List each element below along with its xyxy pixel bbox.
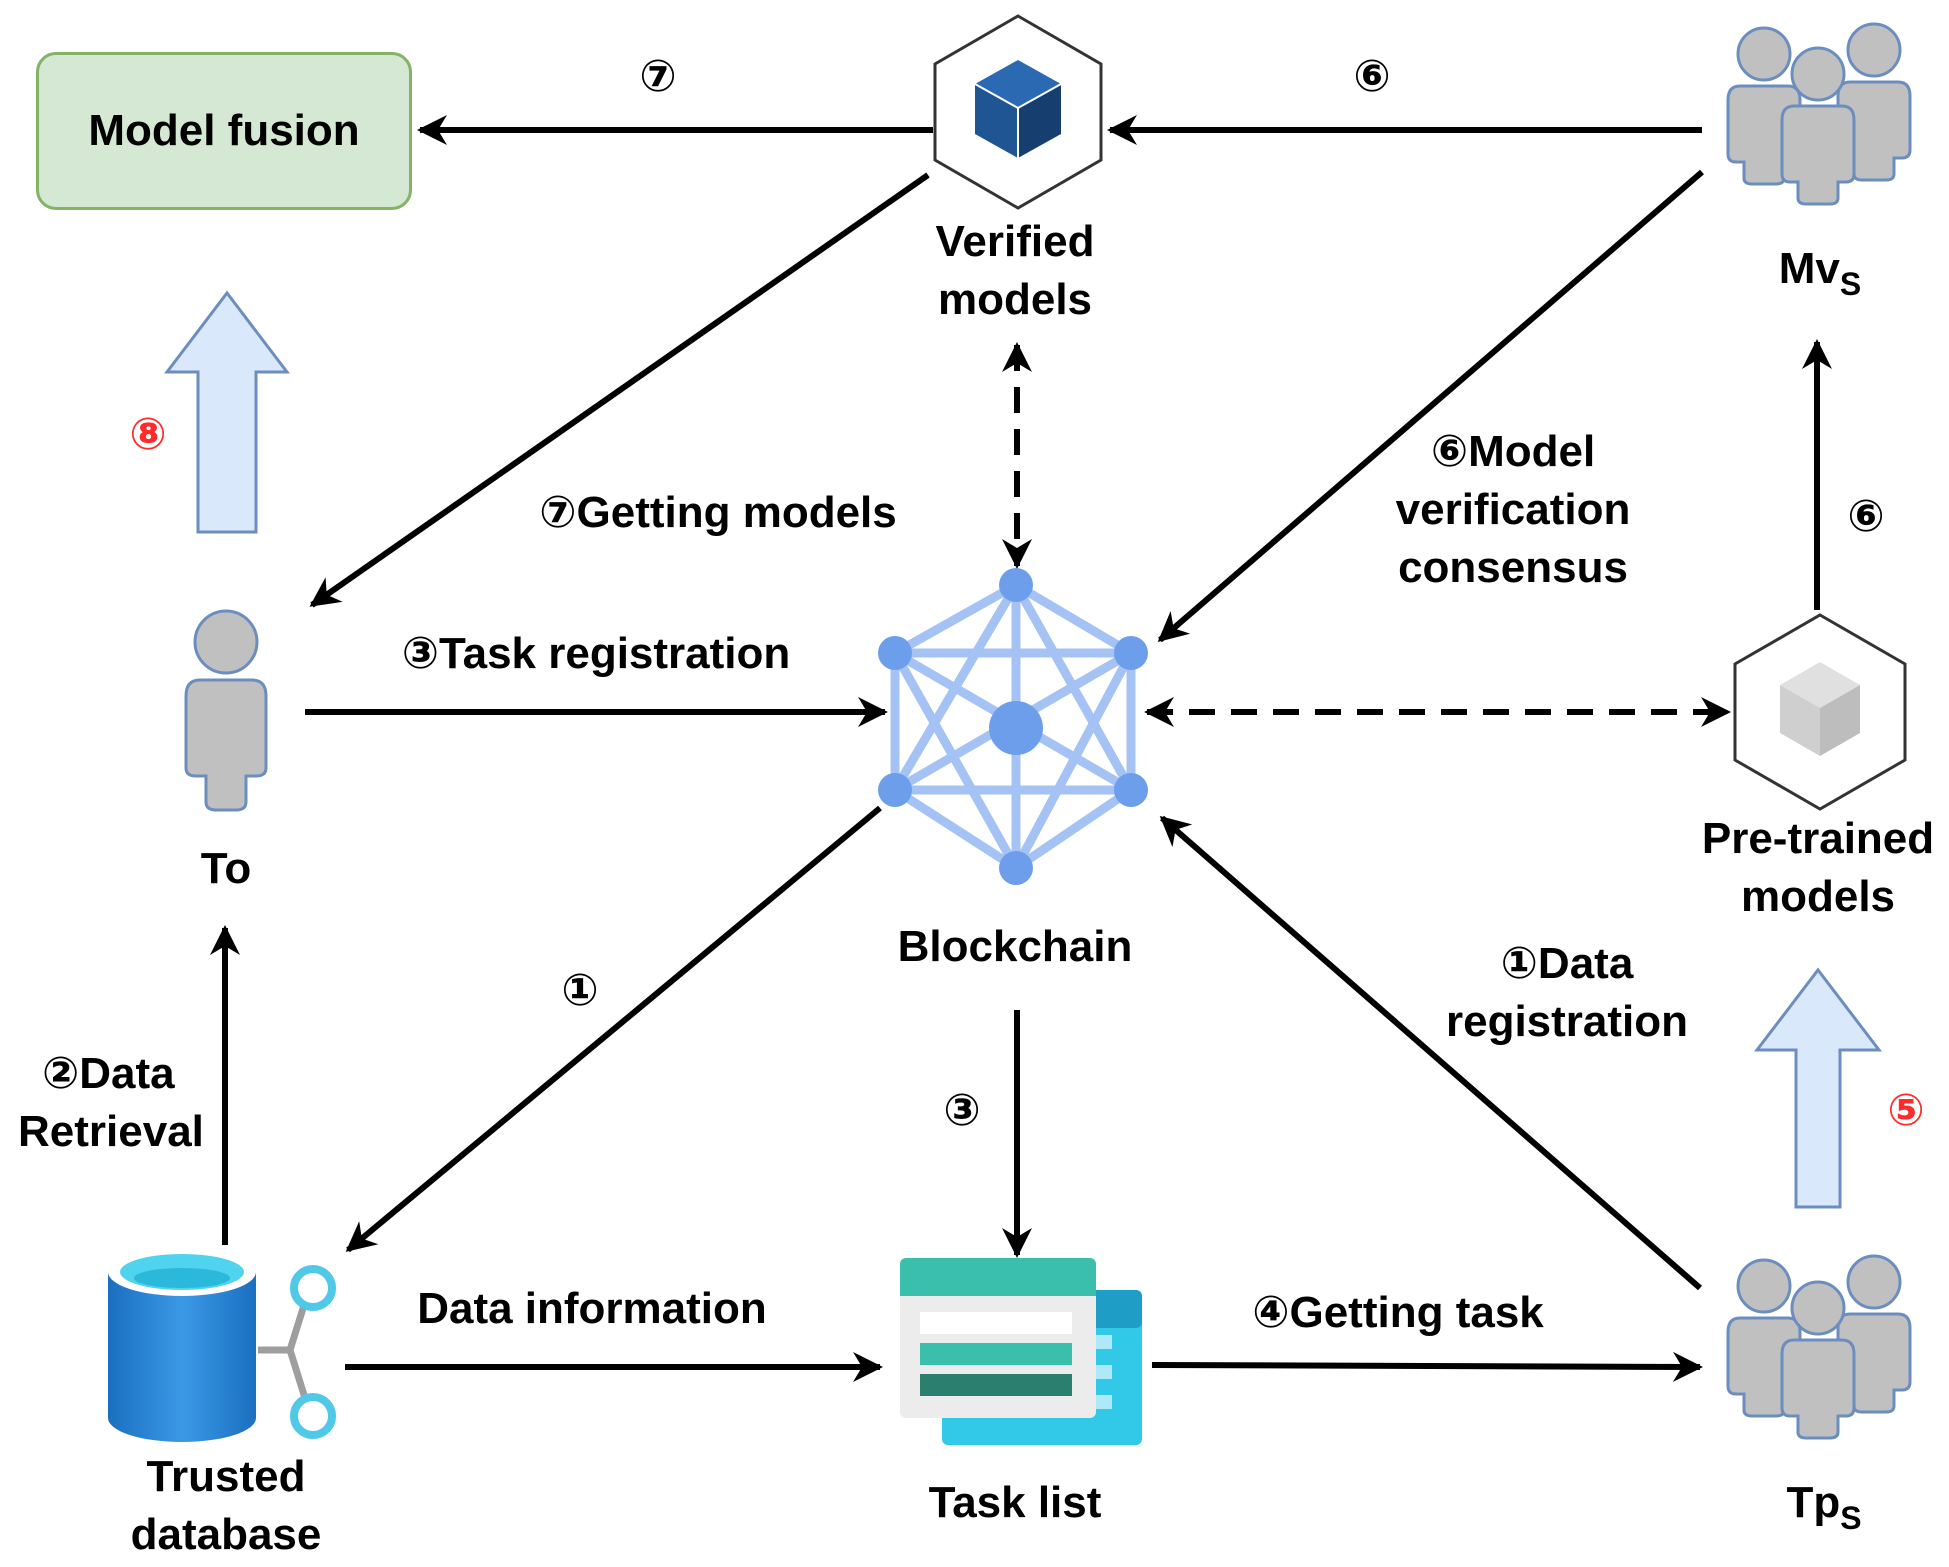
verified-models-line1: Verified: [935, 217, 1095, 266]
pretrained-models-line1: Pre-trained: [1701, 814, 1935, 863]
edge-label-task-registration: ③Task registration: [401, 629, 791, 678]
verified-models-label: Verified models: [936, 213, 1095, 329]
task-list-label: Task list: [928, 1478, 1102, 1527]
mvs-label: MvS: [1778, 240, 1862, 302]
tps-label-main: Tp: [1786, 1478, 1841, 1527]
trusted-database-line2: database: [130, 1510, 322, 1559]
edge-blockchain-to-database: [345, 805, 882, 1253]
edge-tps-to-blockchain: [1159, 815, 1702, 1291]
trusted-database-line1: Trusted: [146, 1452, 306, 1501]
pretrained-models-label: Pre-trained models: [1702, 810, 1934, 926]
model-verification-line3: consensus: [1398, 543, 1628, 592]
edge-label-data-retrieval: ②Data Retrieval: [18, 1045, 204, 1161]
model-verification-line1: ⑥Model: [1430, 427, 1596, 476]
edge-label-getting-task: ④Getting task: [1252, 1288, 1544, 1337]
edge-verified-to-to: [309, 172, 930, 608]
edge-label-data-registration: ①Data registration: [1446, 935, 1688, 1051]
model-fusion-box: Model fusion: [36, 52, 412, 210]
pretrained-models-line2: models: [1740, 872, 1896, 921]
edge-label-blockchain-to-tasklist: ③: [943, 1086, 981, 1135]
data-registration-line2: registration: [1445, 997, 1689, 1046]
data-retrieval-line1: ②Data: [42, 1049, 175, 1098]
edge-label-pretrained-to-mvs: ⑥: [1847, 492, 1885, 541]
blockchain-label: Blockchain: [897, 922, 1133, 971]
mvs-label-main: Mv: [1778, 244, 1840, 293]
group-icon-mvs: [1726, 22, 1912, 206]
trusted-database-label: Trusted database: [131, 1448, 322, 1564]
tps-label: TpS: [1786, 1474, 1862, 1536]
big-arrow-step-8: [163, 290, 291, 534]
verified-cube-icon: [933, 14, 1103, 210]
task-list-icon: [900, 1258, 1142, 1445]
user-icon: [184, 609, 268, 812]
big-arrow-step-5: [1753, 967, 1883, 1209]
model-verification-line2: verification: [1395, 485, 1631, 534]
edge-label-getting-models: ⑦Getting models: [539, 488, 897, 537]
edge-label-model-verification: ⑥Model verification consensus: [1396, 423, 1631, 597]
pretrained-cube-icon: [1733, 613, 1907, 811]
step-5-marker: ⑤: [1887, 1086, 1925, 1135]
verified-models-line2: models: [937, 275, 1093, 324]
edge-mvs-to-blockchain: [1157, 169, 1704, 643]
blockchain-network-icon: [878, 568, 1148, 885]
data-registration-line1: ①Data: [1500, 939, 1634, 988]
database-icon: [108, 1248, 336, 1442]
edge-label-verified-to-fusion: ⑦: [639, 52, 677, 101]
edge-label-mvs-to-verified: ⑥: [1353, 52, 1391, 101]
data-retrieval-line2: Retrieval: [18, 1107, 204, 1156]
step-8-marker: ⑧: [129, 410, 167, 459]
edge-label-blockchain-to-database: ①: [561, 966, 599, 1015]
edge-tasklist-to-tps: [1151, 1351, 1703, 1382]
model-fusion-label: Model fusion: [88, 106, 360, 155]
tps-label-sub: S: [1840, 1500, 1862, 1536]
group-icon-tps: [1726, 1254, 1912, 1440]
mvs-label-sub: S: [1839, 266, 1862, 302]
to-label: To: [200, 844, 252, 893]
edge-label-data-information: Data information: [417, 1284, 767, 1333]
